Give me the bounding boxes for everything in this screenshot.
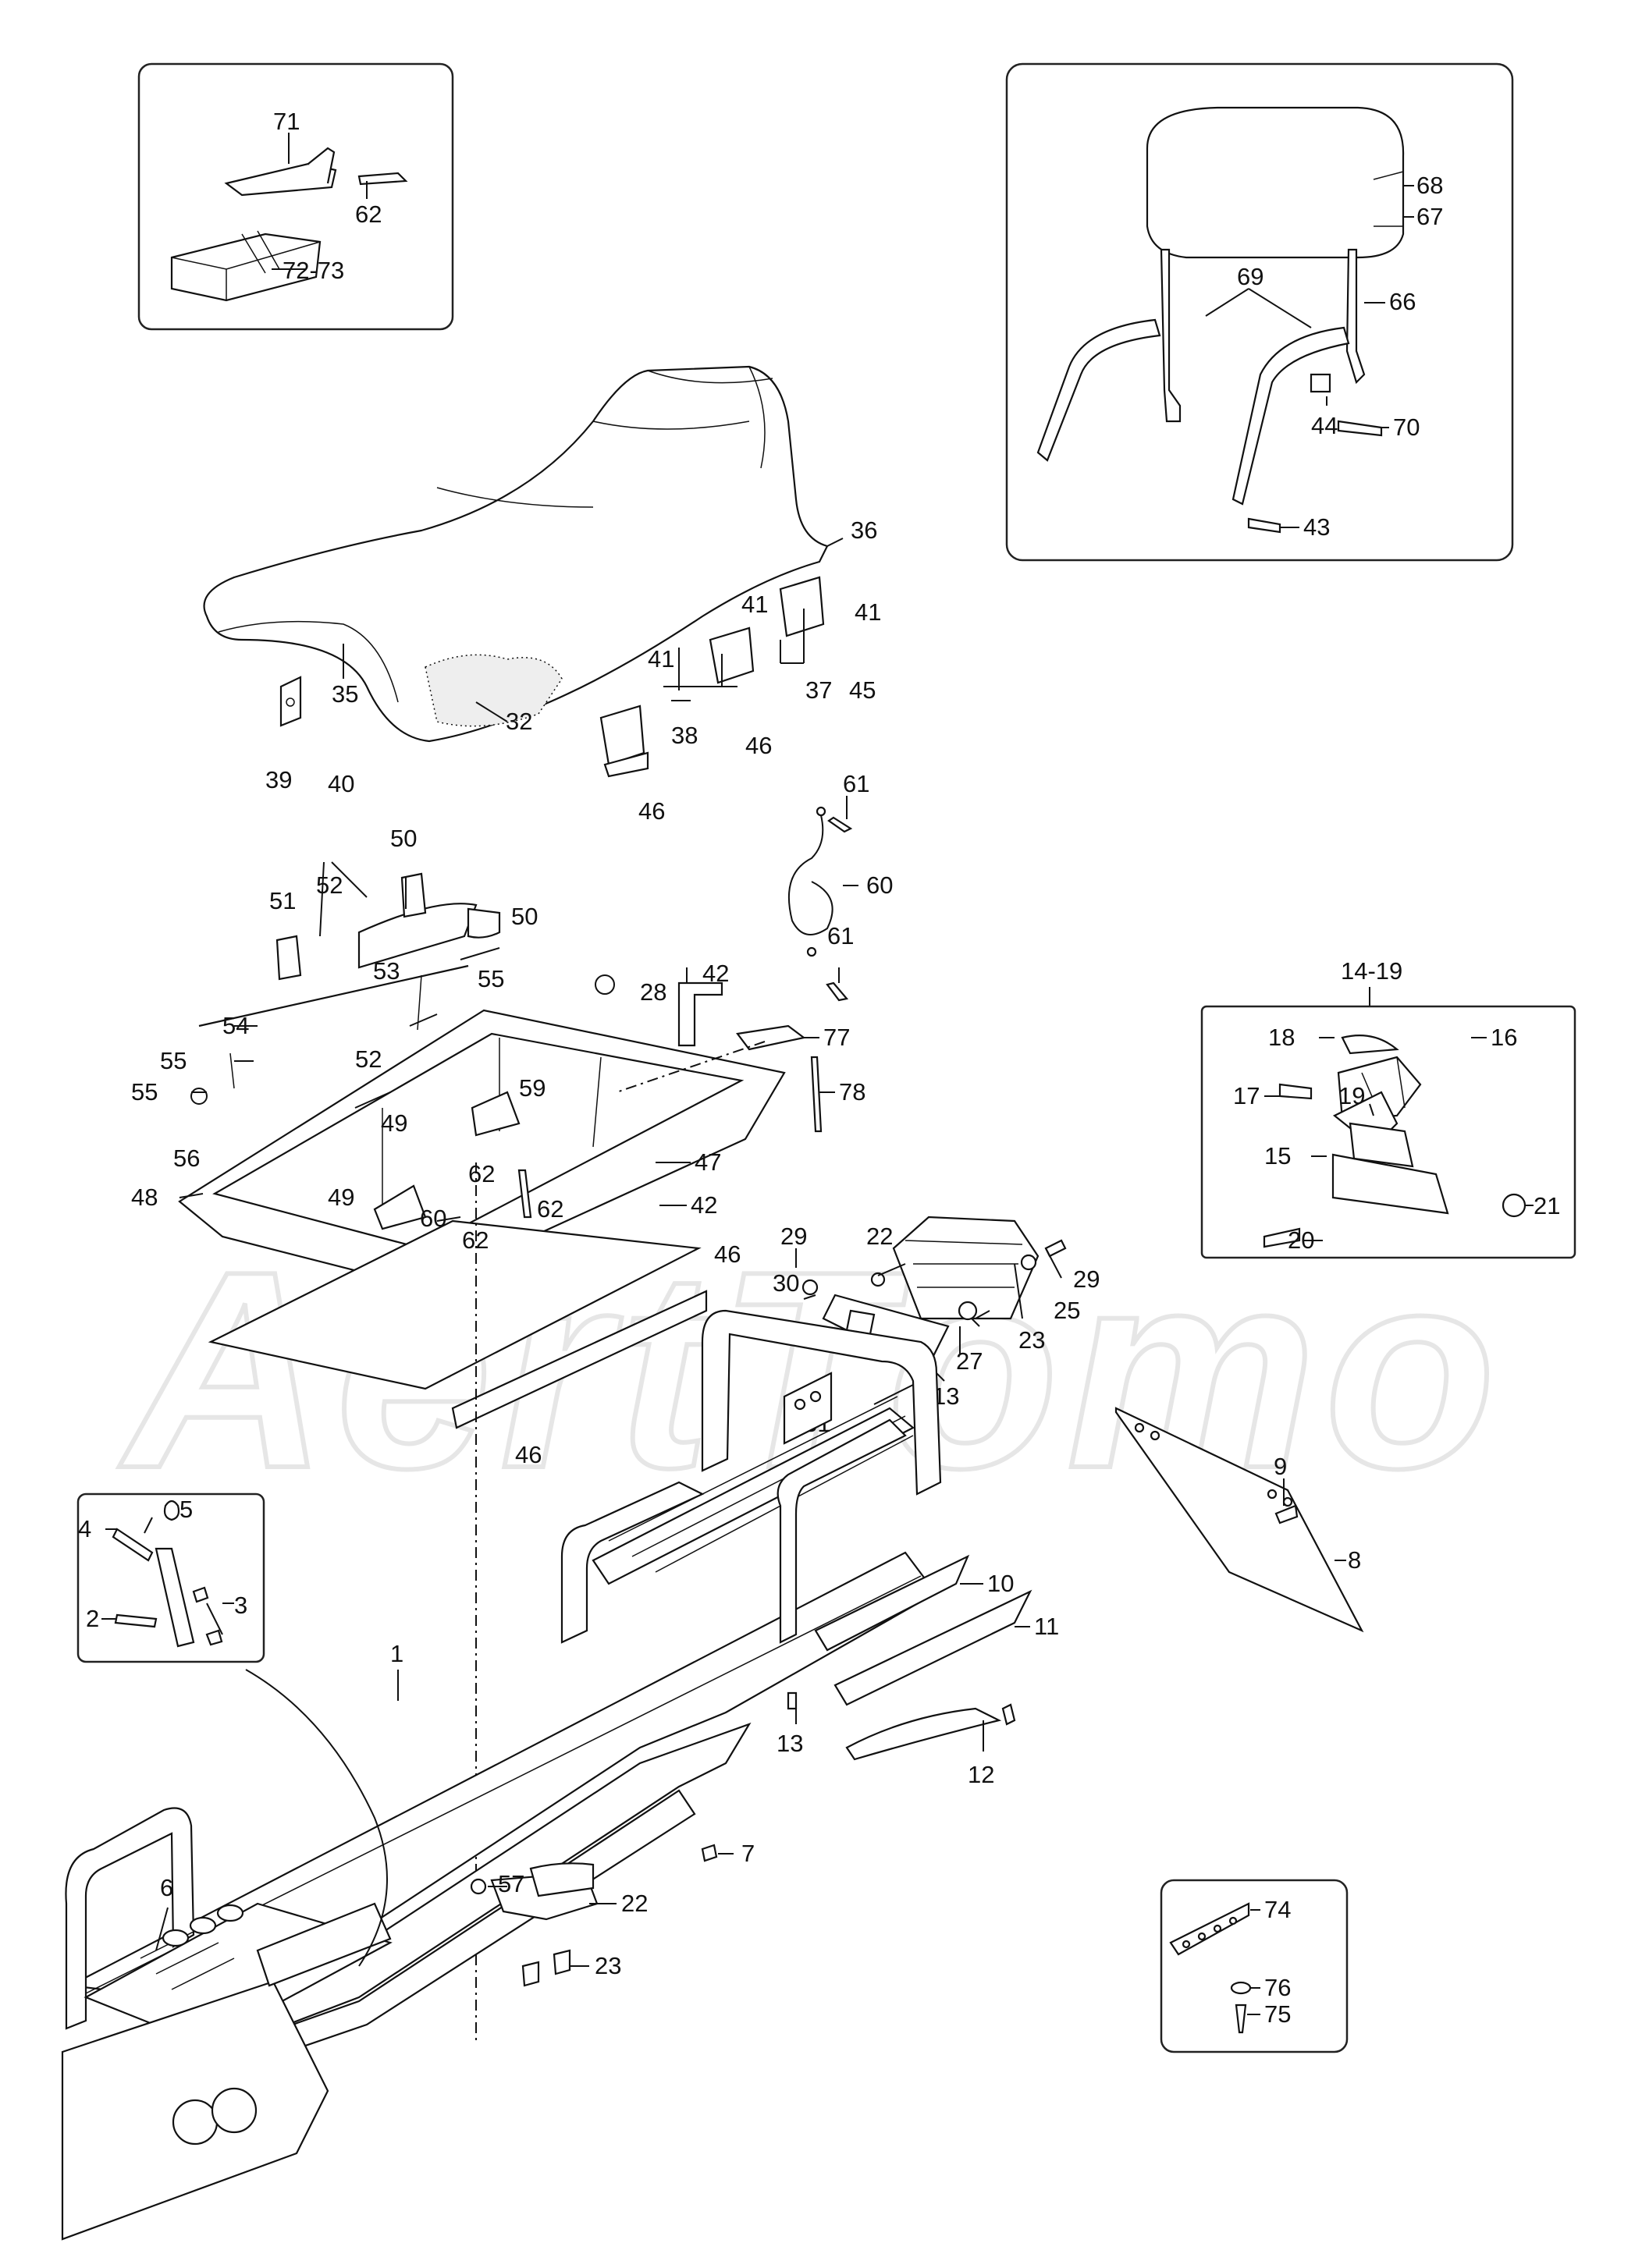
label-54: 52 [355,1045,382,1073]
label-12: 12 [968,1761,994,1788]
label-71: 71 [273,108,300,135]
label-75: 75 [1264,2000,1291,2028]
label-15: 15 [1264,1142,1291,1169]
label-62c: 61 [827,922,854,949]
label-31: 29 [780,1223,807,1250]
tether-cable [787,796,858,1002]
label-29a: 28 [640,978,666,1006]
label-41c: 41 [741,591,768,618]
label-32: 30 [773,1269,799,1297]
label-67: 67 [1416,203,1443,230]
mud-flap [1114,1407,1364,1633]
label-52b: 51 [269,887,296,914]
label-78: 78 [839,1078,865,1106]
label-61: 61 [843,770,869,797]
label-66: 66 [1389,288,1416,315]
label-39: 38 [671,722,698,749]
label-21: 21 [1534,1192,1560,1219]
label-7: 7 [741,1840,755,1867]
label-19: 19 [1338,1082,1365,1109]
label-49b: 48 [131,1184,158,1211]
label-46a: 45 [849,676,876,704]
label-64: 62 [462,1226,489,1254]
label-53: 52 [316,871,343,899]
label-46b: 46 [745,732,772,759]
label-29b: 27 [956,1347,983,1375]
label-47: 46 [515,1441,542,1468]
label-22: 22 [621,1890,648,1917]
label-45: 42 [691,1191,717,1219]
label-3: 3 [234,1592,247,1619]
label-41b: 41 [648,645,674,673]
label-28: 25 [1054,1297,1080,1324]
label-41a: 40 [328,770,354,797]
label-10: 10 [987,1570,1014,1597]
inset-tail-light-bracket [1200,1005,1576,1259]
label-35: 35 [332,680,358,708]
label-26: 22 [866,1223,893,1250]
label-76: 76 [1264,1974,1291,2001]
label-4: 4 [78,1515,91,1542]
inset-top-left [137,62,454,331]
label-62a: 59 [519,1074,546,1102]
seat-assembly [203,365,844,778]
label-1: 1 [390,1640,403,1667]
label-13: 13 [777,1730,803,1757]
label-56: 55 [478,965,504,992]
label-37: 36 [851,516,877,544]
label-8: 8 [1348,1546,1361,1574]
label-55c: 55 [160,1047,187,1074]
label-63: 62 [468,1160,495,1187]
label-65: 62 [537,1195,563,1223]
label-46c: 46 [638,797,665,825]
label-62: 62 [355,201,382,228]
label-27: 23 [1018,1326,1045,1354]
label-60: 60 [866,871,893,899]
inset-top-right [1005,62,1514,562]
label-62b: 60 [420,1205,446,1232]
label-16: 16 [1491,1024,1517,1051]
label-52a: 50 [390,825,417,852]
label-11: 11 [1034,1613,1059,1640]
label-72-73: 72-73 [283,257,344,284]
label-40: 39 [265,766,292,793]
label-23: 23 [595,1952,621,1979]
label-77: 77 [823,1024,850,1051]
label-50a: 49 [381,1109,407,1137]
label-50b: 49 [328,1184,354,1211]
label-17: 17 [1233,1082,1260,1109]
inset-14-19-title: 14-19 [1341,957,1402,985]
label-57: 55 [131,1078,158,1106]
label-44: 44 [1311,412,1338,439]
label-30: 29 [1073,1265,1100,1293]
label-18: 18 [1268,1024,1295,1051]
label-48: 46 [714,1240,741,1268]
storage-box [178,861,835,2044]
label-59: 57 [498,1870,524,1897]
label-68: 68 [1416,172,1443,199]
label-5: 5 [179,1496,193,1523]
label-6: 6 [160,1874,173,1901]
label-70: 70 [1393,413,1420,441]
tunnel-and-rack [61,1309,1032,2241]
label-51: 50 [511,903,538,930]
label-2: 2 [86,1605,99,1632]
label-36: 32 [506,708,532,735]
label-42: 42 [702,960,729,987]
inset-bottom-right [1160,1879,1349,2053]
label-20: 20 [1288,1226,1314,1254]
label-9: 9 [1274,1453,1287,1480]
label-49a: 47 [695,1148,721,1176]
label-69: 69 [1237,263,1263,290]
label-38: 37 [805,676,832,704]
inset-bracket-detail [76,1492,388,1967]
label-41d: 41 [855,598,881,626]
label-58: 56 [173,1145,200,1172]
label-43: 43 [1303,513,1330,541]
label-74: 74 [1264,1896,1291,1923]
label-55b: 54 [222,1012,249,1039]
label-55a: 53 [373,957,400,985]
